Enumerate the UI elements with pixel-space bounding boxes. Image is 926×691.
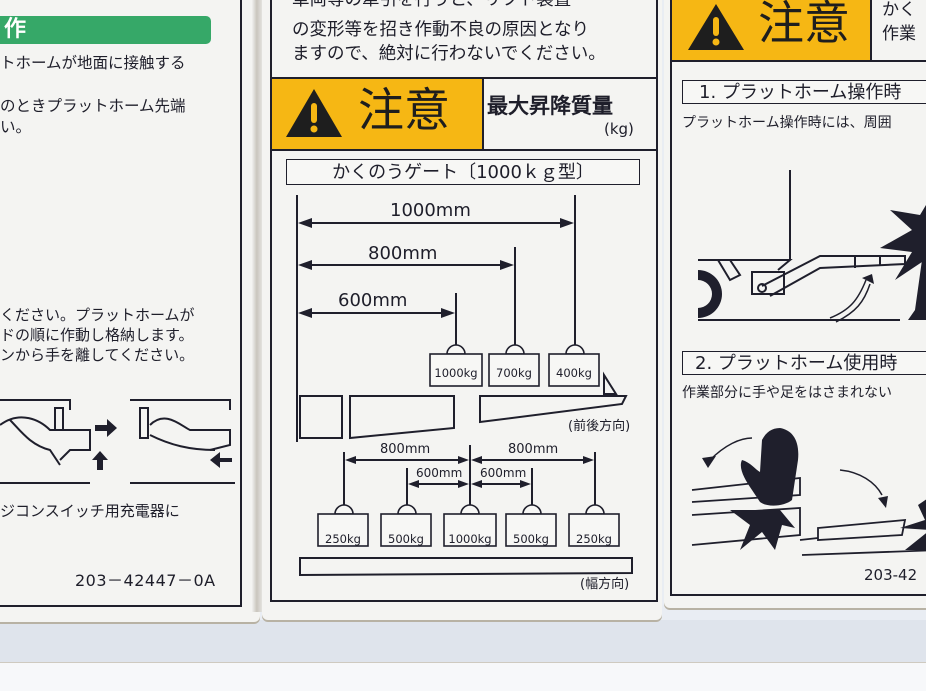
caution-badge: 注意 — [272, 79, 484, 149]
gate-model-text: かくのうゲート〔1000ｋｇ型〕 — [332, 162, 594, 183]
instruction-line: ください。プラットホームが — [0, 306, 195, 324]
instruction-line: ドの順に作動し格納します。 — [0, 326, 194, 344]
direction-label: (前後方向) — [568, 419, 631, 434]
instruction-line: ジコンスイッチ用充電器に — [0, 502, 180, 520]
header-side-text: かく — [882, 0, 916, 20]
right-sticker: 注意 かく 作業 1. プラットホーム操作時 プラットホーム操作時には、周囲 2… — [664, 0, 926, 608]
warning-text-line: の変形等を招き作動不良の原因となり — [292, 20, 589, 40]
instruction-line: のときプラットホーム先端 — [0, 97, 186, 115]
weight-label: 1000kg — [434, 366, 478, 380]
part-number: 203-42 — [864, 566, 918, 584]
center-sticker: 車両等の牽引を行うと、リフト装置 の変形等を招き作動不良の原因となり ますので、… — [262, 0, 662, 620]
warning-triangle-icon — [286, 89, 342, 137]
weight-label: 400kg — [556, 366, 592, 380]
stowing-illustration-icon — [0, 399, 235, 484]
caution-label: 注意 — [358, 83, 450, 137]
right-sticker-frame — [670, 0, 926, 596]
sticker-edge — [252, 0, 264, 612]
section1-title: 1. プラットホーム操作時 — [682, 80, 926, 104]
instruction-line: い。 — [0, 118, 32, 136]
max-load-unit: (kg) — [604, 120, 634, 138]
dimension-label: 1000mm — [390, 200, 471, 221]
weight-label: 700kg — [496, 366, 532, 380]
weight-label: 500kg — [513, 532, 549, 546]
warning-text-line: ますので、絶対に行わないでください。 — [292, 44, 606, 64]
left-sticker-frame — [0, 0, 242, 607]
section-header-label: 作 — [4, 17, 27, 42]
instruction-line: トホームが地面に接触する — [0, 54, 186, 72]
center-sticker-frame — [270, 0, 658, 602]
warning-triangle-icon — [688, 4, 744, 50]
section2-title-text: 2. プラットホーム使用時 — [695, 353, 898, 374]
gate-model-label: かくのうゲート〔1000ｋｇ型〕 — [286, 159, 640, 185]
front-back-load-diagram — [296, 195, 633, 577]
caution-header — [272, 77, 656, 151]
dimension-label: 600mm — [416, 466, 463, 480]
weight-label: 250kg — [325, 532, 361, 546]
header-side-text: 作業 — [882, 24, 916, 44]
floor-strip — [0, 662, 926, 691]
section2-title: 2. プラットホーム使用時 — [682, 351, 926, 375]
left-sticker: 作 トホームが地面に接触する のときプラットホーム先端 い。 ください。プラット… — [0, 0, 260, 622]
warning-text-line: 車両等の牽引を行うと、リフト装置 — [292, 0, 572, 10]
weight-label: 1000kg — [448, 532, 492, 546]
max-load-title: 最大昇降質量 — [487, 94, 613, 118]
section1-text: プラットホーム操作時には、周囲 — [682, 115, 892, 131]
header-divider — [672, 60, 926, 62]
part-number: 203－42447－0A — [75, 571, 216, 590]
section2-text: 作業部分に手や足をはさまれない — [682, 385, 892, 401]
caution-label: 注意 — [758, 0, 850, 50]
weight-label: 500kg — [388, 532, 424, 546]
section1-title-text: 1. プラットホーム操作時 — [699, 82, 902, 103]
direction-label: (幅方向) — [580, 577, 630, 592]
dimension-label: 800mm — [380, 442, 431, 457]
platform-operation-illustration-icon — [698, 170, 926, 323]
dimension-label: 600mm — [480, 466, 527, 480]
dimension-label: 600mm — [338, 290, 408, 311]
dimension-label: 800mm — [508, 442, 559, 457]
weight-label: 250kg — [576, 532, 612, 546]
dimension-label: 800mm — [368, 243, 438, 264]
caution-badge: 注意 — [672, 0, 872, 62]
section-header: 作 — [0, 16, 211, 44]
instruction-line: ンから手を離してください。 — [0, 346, 195, 364]
hand-pinch-warning-illustration-icon — [691, 428, 926, 556]
